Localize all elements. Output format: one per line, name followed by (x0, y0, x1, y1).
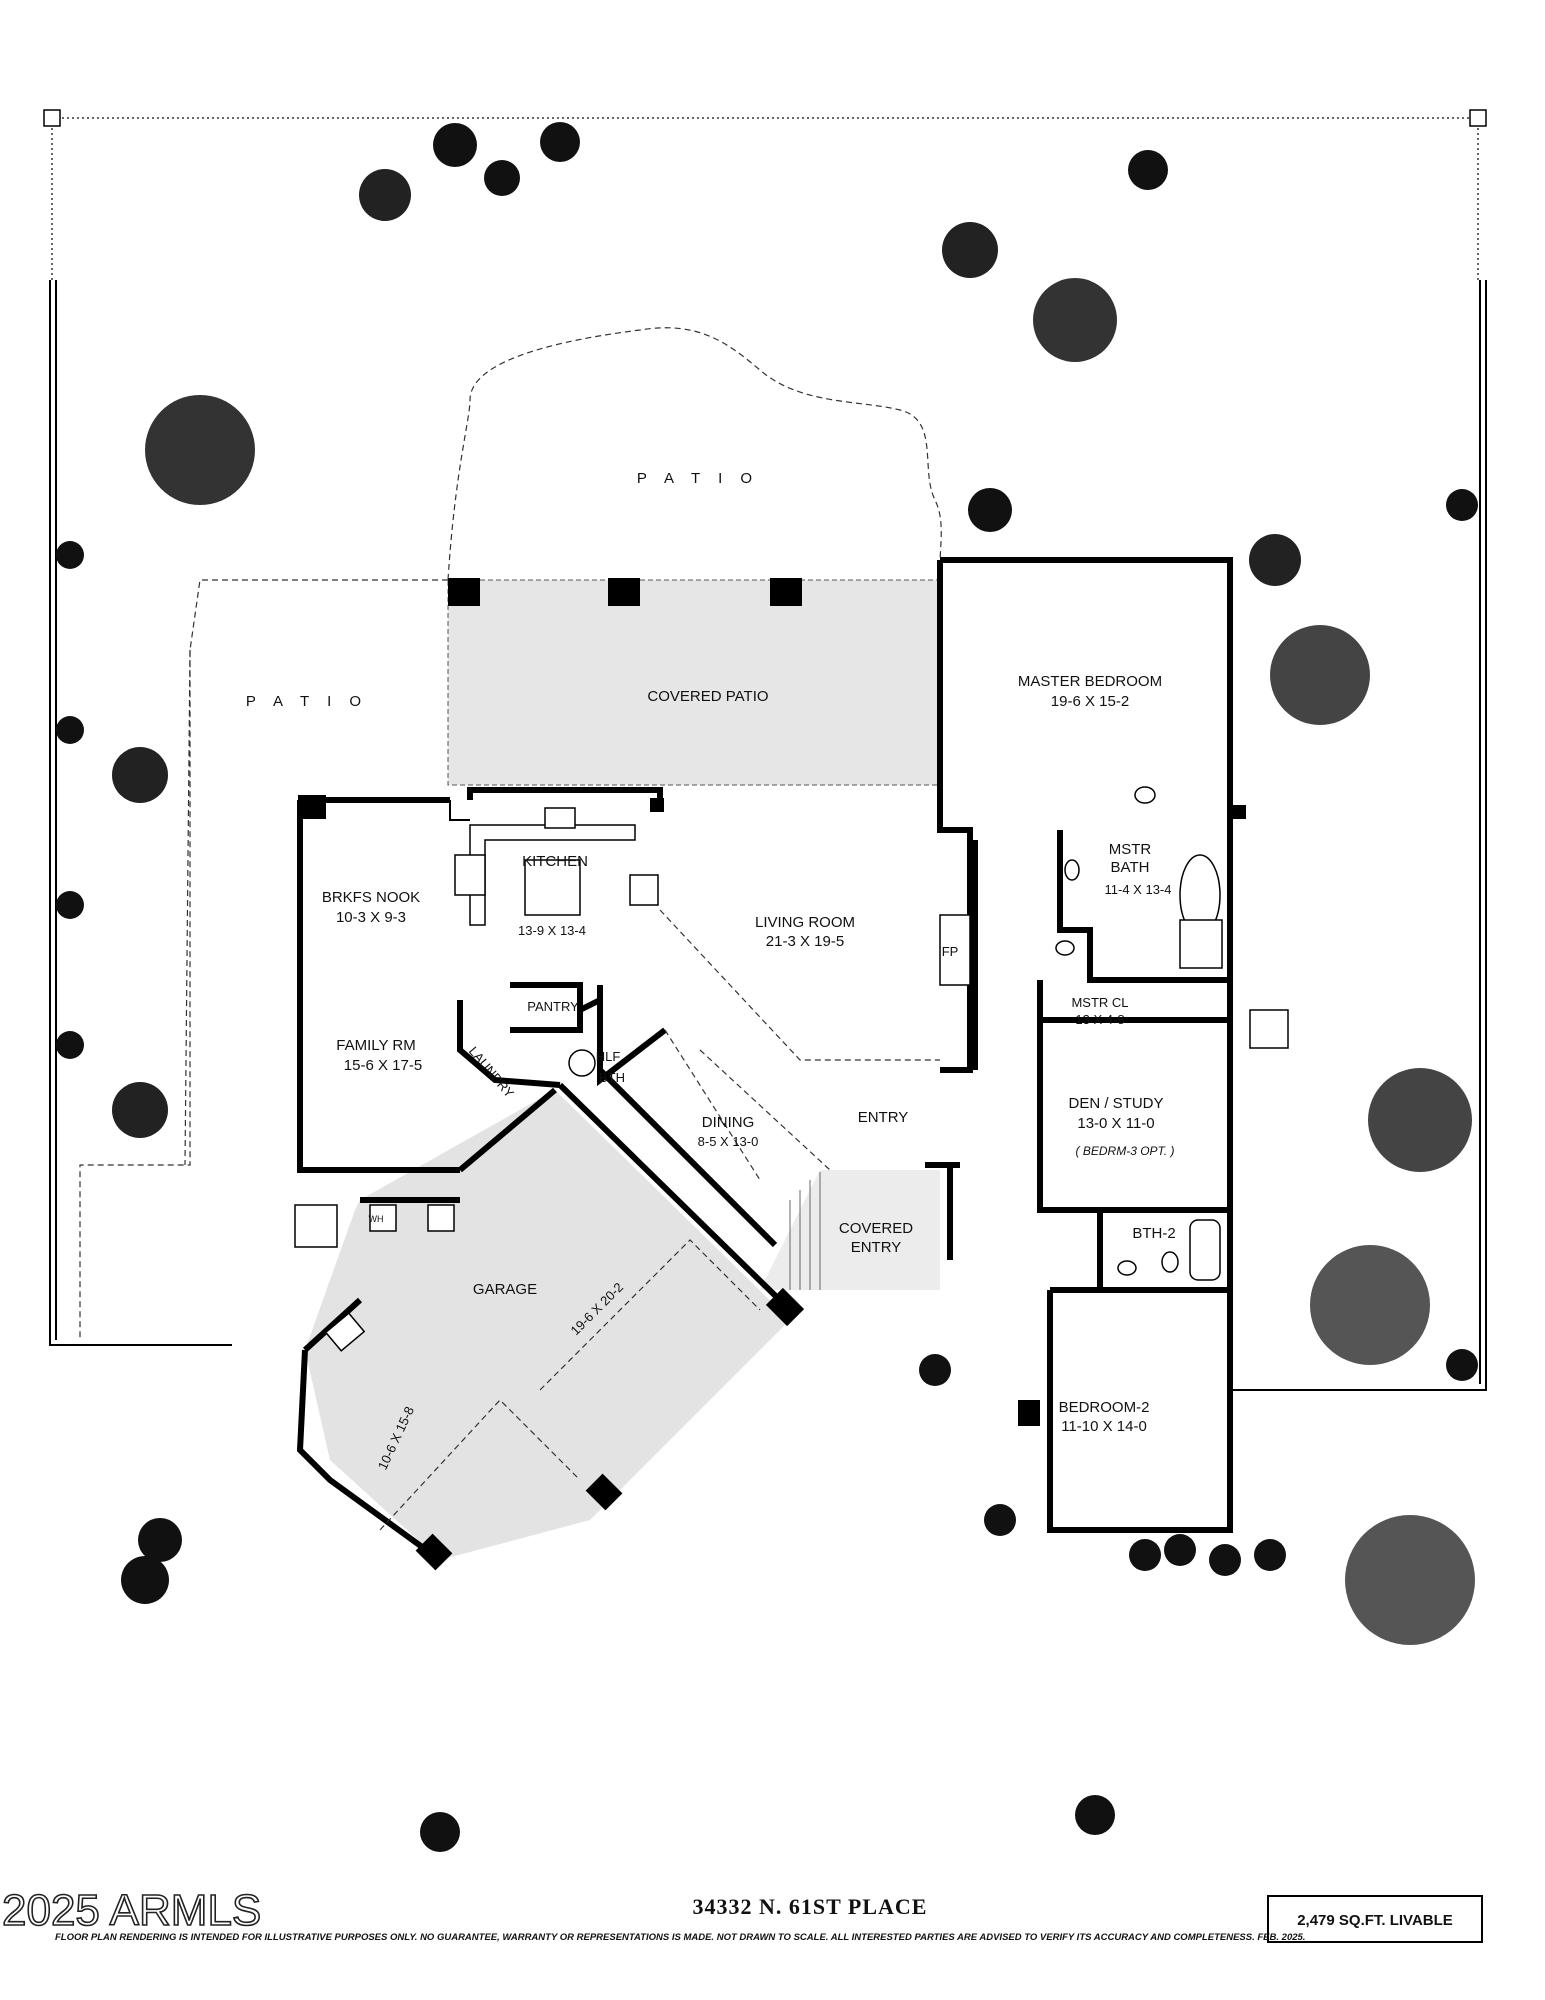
pantry-label: PANTRY (527, 999, 579, 1014)
interior-walls (457, 830, 1230, 1293)
watermark: 2025 ARMLS (2, 1886, 261, 1935)
mstr-cl-size: 13 X 4-8 (1075, 1012, 1124, 1027)
family-rm-name: FAMILY RM (336, 1037, 415, 1054)
hlf-bth-line2: BTH (599, 1070, 625, 1085)
patio-side-label: P A T I O (246, 693, 368, 710)
mstr-bath-name-1: MSTR (1109, 841, 1152, 858)
brkfs-nook-name: BRKFS NOOK (322, 889, 420, 906)
living-room-size: 21-3 X 19-5 (766, 933, 844, 950)
bedroom2-size: 11-10 X 14-0 (1061, 1418, 1147, 1435)
footer: 34332 N. 61ST PLACE 2,479 SQ.FT. LIVABLE… (1, 1885, 1483, 1943)
patio-outline (79, 327, 942, 1340)
covered-patio (447, 578, 939, 786)
ceiling-lines (379, 909, 940, 1531)
covered-entry-line1: COVERED (839, 1220, 913, 1237)
dining-name: DINING (702, 1114, 755, 1131)
mstr-bath-size: 11-4 X 13-4 (1105, 882, 1172, 897)
entry-label: ENTRY (858, 1109, 909, 1126)
garage-name: GARAGE (473, 1281, 537, 1298)
covered-entry-area (760, 1170, 940, 1290)
bath-fixtures (294, 786, 1289, 1352)
patio-rear-label: P A T I O (637, 470, 759, 487)
covered-patio-label: COVERED PATIO (647, 688, 768, 705)
sqft-box (1267, 1895, 1483, 1943)
garage-area (305, 1090, 790, 1560)
bedroom2-name: BEDROOM-2 (1059, 1399, 1150, 1416)
address-label: 34332 N. 61ST PLACE (693, 1894, 928, 1919)
exterior-walls (296, 557, 1246, 1571)
master-bedroom-name: MASTER BEDROOM (1018, 673, 1162, 690)
mstr-cl-name: MSTR CL (1071, 995, 1128, 1010)
lot-boundary (43, 109, 1487, 1391)
family-rm-size: 15-6 X 17-5 (344, 1057, 422, 1074)
fireplace-label: FP (942, 944, 959, 959)
kitchen-fixtures (454, 807, 971, 986)
mstr-bath-name-2: BATH (1111, 859, 1150, 876)
den-study-note: ( BEDRM-3 OPT. ) (1076, 1144, 1175, 1158)
brkfs-nook-size: 10-3 X 9-3 (336, 909, 406, 926)
sqft-label: 2,479 SQ.FT. LIVABLE (1297, 1912, 1453, 1929)
bth2-label: BTH-2 (1132, 1225, 1175, 1242)
laundry-label: LAUNDRY (466, 1044, 517, 1101)
master-bedroom-size: 19-6 X 15-2 (1051, 693, 1129, 710)
kitchen-size: 13-9 X 13-4 (518, 923, 586, 938)
kitchen-name: KITCHEN (522, 853, 588, 870)
water-heater-label: WH (369, 1214, 384, 1224)
hlf-bth-line1: HLF (596, 1049, 621, 1064)
dining-size: 8-5 X 13-0 (698, 1134, 759, 1149)
covered-entry-line2: ENTRY (851, 1239, 902, 1256)
den-study-name: DEN / STUDY (1068, 1095, 1163, 1112)
landscape-shrubs (56, 122, 1478, 1852)
living-room-name: LIVING ROOM (755, 914, 855, 931)
disclaimer-text: FLOOR PLAN RENDERING IS INTENDED FOR ILL… (55, 1932, 1305, 1943)
den-study-size: 13-0 X 11-0 (1077, 1115, 1154, 1132)
